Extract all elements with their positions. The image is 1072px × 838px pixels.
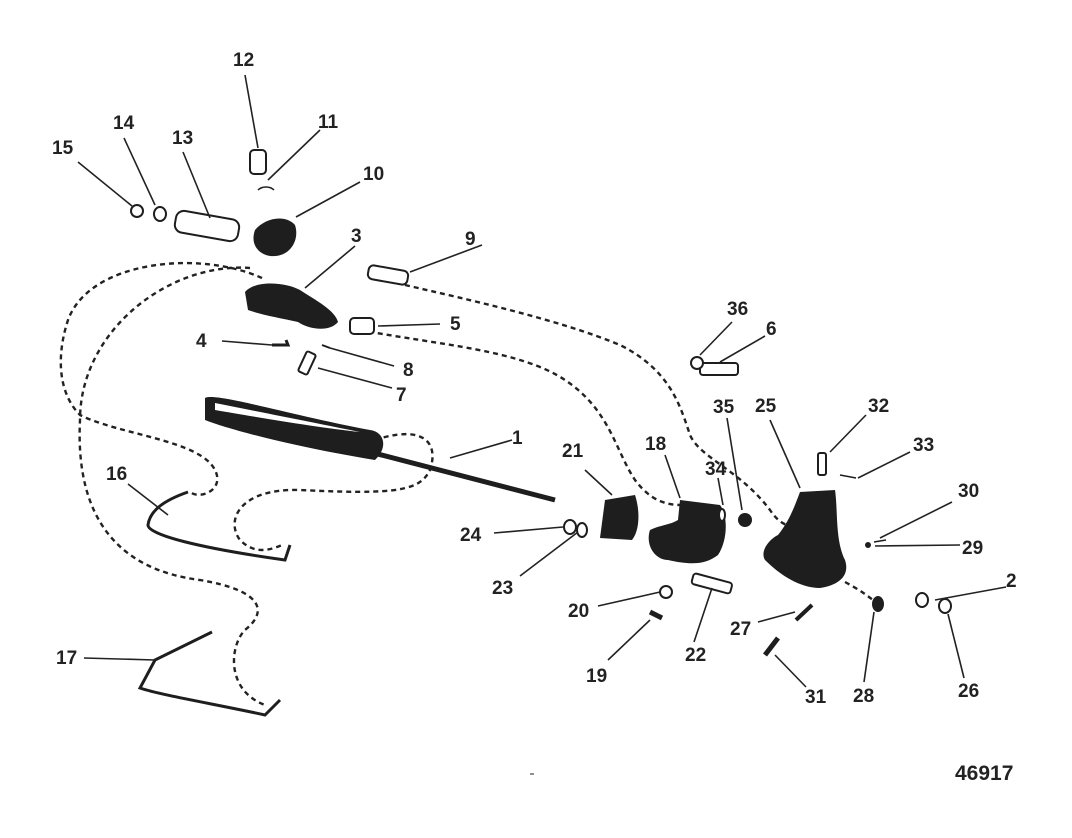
leader-lines bbox=[77, 74, 1007, 688]
part-25-housing bbox=[763, 490, 847, 588]
part-7-screw bbox=[297, 350, 317, 376]
callout-35: 35 bbox=[713, 397, 735, 418]
callout-12: 12 bbox=[233, 50, 254, 71]
callout-11: 11 bbox=[318, 112, 339, 133]
callout-22: 22 bbox=[685, 645, 706, 666]
part-34-washer bbox=[718, 508, 726, 522]
callout-10: 10 bbox=[363, 164, 384, 185]
part-21-bracket bbox=[600, 495, 639, 540]
parts bbox=[130, 149, 952, 717]
part-1-lever-rod bbox=[205, 397, 556, 503]
part-33-pin bbox=[839, 474, 857, 479]
callout-30: 30 bbox=[958, 481, 979, 502]
callout-3: 3 bbox=[351, 226, 362, 247]
part-17-link bbox=[137, 630, 282, 717]
part-30-spring bbox=[873, 539, 887, 543]
callout-28: 28 bbox=[853, 686, 874, 707]
callout-36: 36 bbox=[727, 299, 748, 320]
callout-9: 9 bbox=[465, 229, 476, 250]
part-31-bolt bbox=[763, 636, 780, 657]
callout-8: 8 bbox=[403, 360, 414, 381]
part-22-bolt bbox=[690, 572, 733, 595]
callout-29: 29 bbox=[962, 538, 983, 559]
callout-16: 16 bbox=[106, 464, 127, 485]
callout-7: 7 bbox=[396, 385, 407, 406]
part-2-washer bbox=[915, 592, 929, 608]
cable-route-a bbox=[59, 261, 263, 496]
part-32-screw bbox=[817, 452, 827, 476]
part-14-washer bbox=[153, 206, 167, 222]
callout-23: 23 bbox=[492, 578, 513, 599]
callout-21: 21 bbox=[562, 441, 584, 462]
callout-27: 27 bbox=[730, 619, 751, 640]
part-15-nut bbox=[130, 204, 144, 218]
callout-26: 26 bbox=[958, 681, 979, 702]
part-24-bushing bbox=[563, 519, 577, 535]
part-3-body bbox=[245, 283, 338, 329]
cable-route-d bbox=[359, 328, 683, 507]
dashed-cable-routes bbox=[59, 261, 879, 707]
callout-labels: 1 2 3 4 5 6 7 8 9 10 11 12 13 14 15 16 1… bbox=[52, 50, 1017, 708]
cable-route-e bbox=[404, 283, 801, 528]
callout-24: 24 bbox=[460, 525, 482, 546]
part-26-cap bbox=[938, 598, 952, 614]
callout-4: 4 bbox=[196, 331, 207, 352]
part-5-fitting bbox=[349, 317, 375, 335]
callout-20: 20 bbox=[568, 601, 589, 622]
part-29-ball bbox=[865, 542, 871, 548]
part-11-spring bbox=[257, 186, 275, 191]
callout-14: 14 bbox=[113, 113, 135, 134]
part-20-nut bbox=[659, 585, 673, 599]
cable-route-c bbox=[233, 432, 434, 552]
callout-34: 34 bbox=[705, 459, 727, 480]
callout-19: 19 bbox=[586, 666, 607, 687]
part-9-rod-end bbox=[366, 264, 410, 286]
callout-31: 31 bbox=[805, 687, 827, 708]
part-27-pin bbox=[794, 603, 814, 622]
part-18-bracket bbox=[648, 500, 726, 564]
callout-25: 25 bbox=[755, 396, 777, 417]
part-28-plug bbox=[872, 596, 884, 612]
part-35-nut bbox=[738, 513, 752, 527]
part-6-bolt bbox=[699, 362, 739, 376]
part-19-screw bbox=[648, 609, 664, 621]
callout-33: 33 bbox=[913, 435, 934, 456]
callout-2: 2 bbox=[1006, 571, 1017, 592]
callout-13: 13 bbox=[172, 128, 193, 149]
part-23-washer bbox=[576, 522, 588, 538]
callout-18: 18 bbox=[645, 434, 666, 455]
callout-1: 1 bbox=[512, 428, 523, 449]
cable-route-b bbox=[78, 266, 266, 707]
callout-15: 15 bbox=[52, 138, 74, 159]
part-36-washer bbox=[690, 356, 704, 370]
callout-32: 32 bbox=[868, 396, 889, 417]
callout-17: 17 bbox=[56, 648, 77, 669]
figure-number: 46917 bbox=[955, 762, 1013, 785]
part-8-pin bbox=[321, 344, 331, 349]
part-4-clip bbox=[272, 339, 291, 347]
callout-6: 6 bbox=[766, 319, 777, 340]
part-13-sleeve bbox=[173, 209, 241, 243]
part-12-screw bbox=[249, 149, 267, 175]
callout-5: 5 bbox=[450, 314, 461, 335]
part-16-link bbox=[146, 490, 292, 562]
part-10-bracket bbox=[253, 218, 297, 257]
